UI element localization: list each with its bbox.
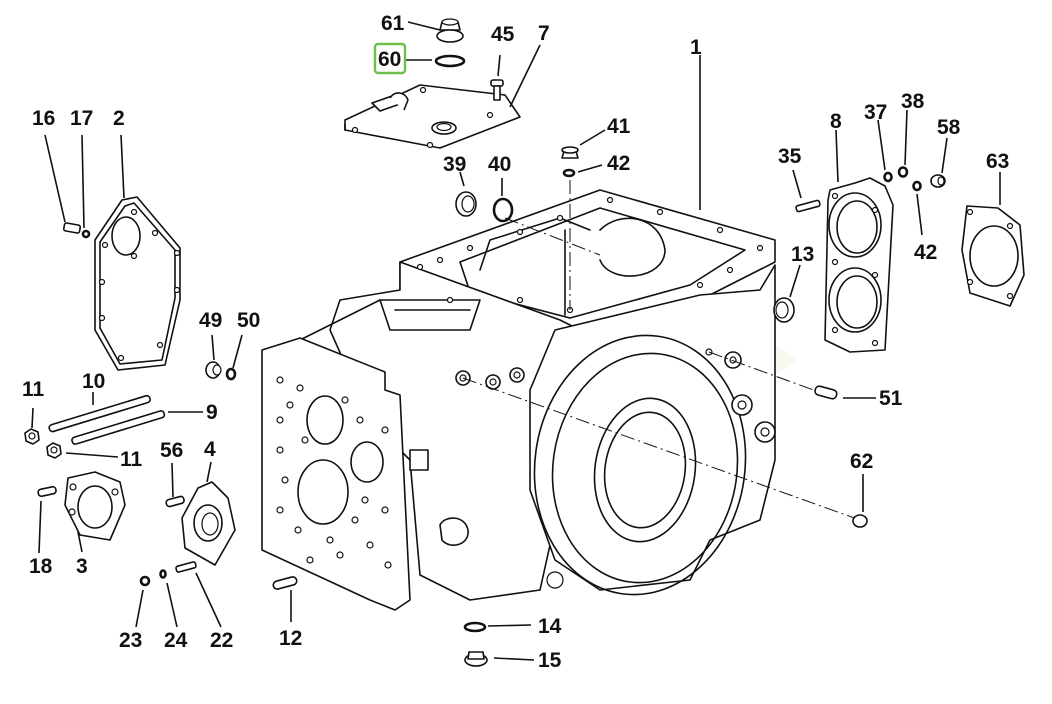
callout-7[interactable]: 7 bbox=[538, 22, 550, 45]
nut-11-b[interactable] bbox=[46, 442, 62, 459]
callout-22[interactable]: 22 bbox=[210, 629, 233, 652]
callout-14[interactable]: 14 bbox=[538, 615, 562, 638]
callout-11-a[interactable]: 11 bbox=[22, 378, 45, 401]
plug-41[interactable] bbox=[561, 146, 579, 159]
callout-42-top[interactable]: 42 bbox=[607, 152, 630, 175]
top-cover-plate-7[interactable] bbox=[344, 84, 521, 149]
plug-49[interactable] bbox=[205, 361, 222, 379]
washer-37[interactable] bbox=[883, 171, 893, 183]
flange-3[interactable] bbox=[64, 471, 126, 541]
bolt-18[interactable] bbox=[37, 485, 57, 498]
callout-9[interactable]: 9 bbox=[206, 401, 218, 424]
callout-62[interactable]: 62 bbox=[850, 450, 873, 473]
plug-39[interactable] bbox=[455, 191, 477, 217]
callout-58[interactable]: 58 bbox=[937, 116, 961, 139]
callout-24[interactable]: 24 bbox=[164, 629, 188, 652]
callout-50[interactable]: 50 bbox=[237, 309, 260, 332]
callout-16[interactable]: 16 bbox=[32, 107, 55, 130]
callout-61[interactable]: 61 bbox=[381, 12, 405, 35]
callout-13[interactable]: 13 bbox=[791, 243, 814, 266]
callout-41[interactable]: 41 bbox=[607, 115, 631, 138]
plug-62[interactable] bbox=[852, 514, 868, 528]
front-plate-holes bbox=[276, 376, 392, 569]
callout-35[interactable]: 35 bbox=[778, 145, 802, 168]
callout-60[interactable]: 60 bbox=[378, 48, 401, 71]
washer-42-top[interactable] bbox=[562, 168, 576, 178]
washer-42-right[interactable] bbox=[912, 180, 922, 192]
plug-15[interactable] bbox=[464, 651, 488, 667]
callout-18[interactable]: 18 bbox=[29, 555, 53, 578]
callout-3[interactable]: 3 bbox=[76, 555, 88, 578]
callout-12[interactable]: 12 bbox=[279, 627, 302, 650]
callout-1[interactable]: 1 bbox=[690, 36, 702, 59]
bolt-45[interactable] bbox=[490, 79, 504, 101]
pin-12[interactable] bbox=[272, 576, 298, 590]
callout-37[interactable]: 37 bbox=[864, 101, 887, 124]
callout-56[interactable]: 56 bbox=[160, 439, 183, 462]
bolt-56[interactable] bbox=[165, 495, 185, 508]
cover-plate-2[interactable] bbox=[94, 196, 181, 371]
stud-35[interactable] bbox=[795, 199, 821, 213]
washer-24[interactable] bbox=[159, 569, 167, 579]
o-ring-60[interactable] bbox=[434, 54, 466, 68]
housing-plate-8[interactable] bbox=[824, 177, 894, 353]
assembly-axis-lines bbox=[462, 180, 861, 521]
callout-42-right[interactable]: 42 bbox=[914, 241, 937, 264]
o-ring-40[interactable] bbox=[492, 197, 514, 223]
gasket-63[interactable] bbox=[961, 205, 1025, 307]
main-housing[interactable] bbox=[261, 189, 776, 611]
callout-10[interactable]: 10 bbox=[82, 370, 105, 393]
callout-39[interactable]: 39 bbox=[443, 153, 466, 176]
callout-8[interactable]: 8 bbox=[830, 110, 842, 133]
callout-63[interactable]: 63 bbox=[986, 150, 1009, 173]
plug-61[interactable] bbox=[436, 18, 464, 43]
plug-58[interactable] bbox=[930, 174, 946, 188]
leader-lines bbox=[31, 21, 1001, 661]
callout-4[interactable]: 4 bbox=[204, 438, 216, 461]
callout-17[interactable]: 17 bbox=[70, 107, 93, 130]
callout-40[interactable]: 40 bbox=[488, 153, 511, 176]
washer-50[interactable] bbox=[225, 367, 237, 381]
callout-45[interactable]: 45 bbox=[491, 23, 515, 46]
callout-15[interactable]: 15 bbox=[538, 649, 562, 672]
callout-11-b[interactable]: 11 bbox=[120, 448, 143, 471]
nut-13[interactable] bbox=[773, 297, 795, 323]
callout-49[interactable]: 49 bbox=[199, 309, 222, 332]
callout-51[interactable]: 51 bbox=[879, 387, 903, 410]
stud-22[interactable] bbox=[175, 561, 197, 573]
nut-23[interactable] bbox=[139, 575, 151, 587]
bracket-4[interactable] bbox=[181, 481, 236, 566]
washer-17[interactable] bbox=[81, 229, 91, 239]
callout-23[interactable]: 23 bbox=[119, 629, 142, 652]
o-ring-14[interactable] bbox=[463, 621, 487, 633]
pin-51[interactable] bbox=[814, 385, 838, 400]
callout-2[interactable]: 2 bbox=[113, 107, 125, 130]
nut-11-a[interactable] bbox=[24, 428, 40, 445]
callout-labels: 1 2 3 4 7 8 9 10 11 11 12 13 14 15 16 17… bbox=[22, 12, 1009, 672]
callout-38[interactable]: 38 bbox=[901, 90, 925, 113]
bolt-16[interactable] bbox=[62, 222, 82, 234]
highlight-box-60 bbox=[373, 42, 407, 75]
stud-10[interactable] bbox=[48, 394, 151, 433]
stud-9[interactable] bbox=[71, 410, 166, 445]
nut-38[interactable] bbox=[897, 166, 909, 178]
